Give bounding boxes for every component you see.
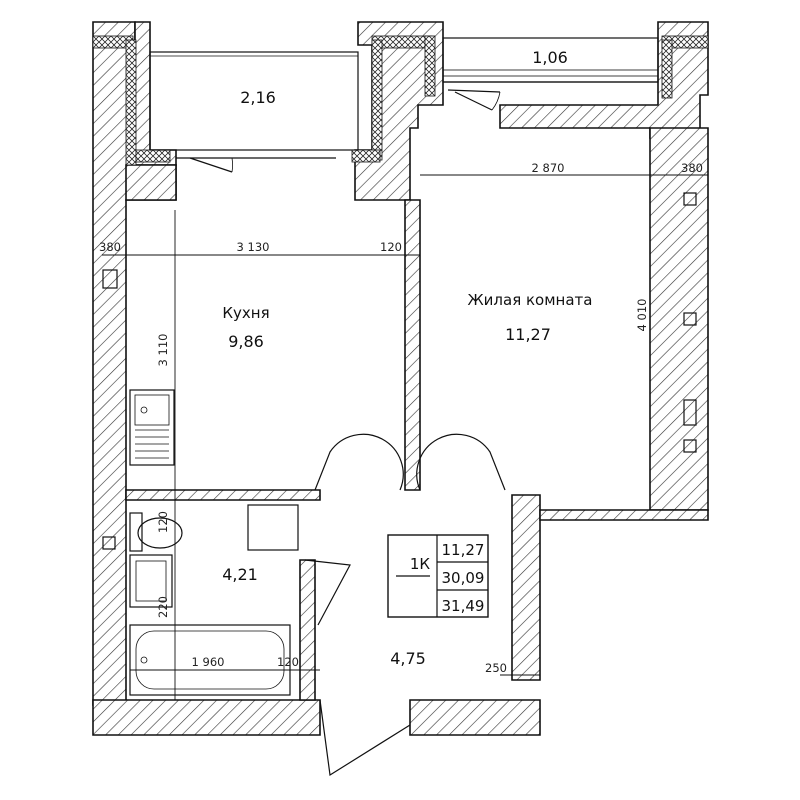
- room-labels: Кухня 9,86 Жилая комната 11,27 4,21 4,75: [222, 291, 592, 668]
- wall-right: [649, 127, 709, 511]
- bathroom-fixtures: [129, 504, 299, 696]
- living-balcony-door-frame: [447, 89, 501, 93]
- walls: [92, 21, 709, 736]
- bathtub: [129, 624, 291, 696]
- toilet: [137, 517, 183, 549]
- washbasin: [129, 554, 173, 608]
- wall-right-lower: [511, 494, 541, 681]
- balcony-left: 2,16: [149, 51, 359, 151]
- insulation-left-side: [125, 39, 137, 166]
- balcony-left-outline: [149, 51, 359, 151]
- wall-bottom-right: [409, 699, 541, 736]
- dim-living-depth: 4 010: [635, 299, 649, 332]
- dim-wall-right: 380: [681, 161, 703, 175]
- dim-bath-wall: 220: [156, 596, 170, 618]
- living-name: Жилая комната: [468, 291, 593, 309]
- living-balcony-door-leaf: [454, 91, 493, 111]
- summary-box: 1К 11,27 30,09 31,49: [387, 534, 489, 618]
- living-balcony-door-arc: [491, 91, 501, 111]
- dimension-labels: 2 870 380 380 3 130 120 3 110 4 010 120 …: [99, 161, 703, 675]
- sink-outline: [129, 389, 175, 466]
- wall-kitchen-top: [125, 164, 177, 201]
- dim-partition: 120: [380, 240, 402, 254]
- shaft-marker-2: [683, 312, 697, 326]
- dim-kitchen-depth: 3 110: [156, 334, 170, 367]
- dim-bath-partition: 120: [277, 655, 299, 669]
- dim-wall-left: 380: [99, 240, 121, 254]
- entrance-door-swing: [319, 699, 411, 777]
- dim-bath-width: 1 960: [192, 655, 225, 669]
- dim-living-width: 2 870: [532, 161, 565, 175]
- living-door-swing: [416, 433, 506, 491]
- washing-machine: [247, 504, 299, 551]
- shaft-marker-4: [683, 439, 697, 453]
- balcony-left-area: 2,16: [240, 88, 276, 107]
- insulation: [92, 35, 709, 166]
- wall-bottom-left: [92, 699, 321, 736]
- wall-right-lower-ext: [539, 509, 709, 521]
- shaft-marker-3: [683, 399, 697, 426]
- shaft-marker-6: [102, 269, 118, 289]
- summary-total: 31,49: [442, 597, 485, 615]
- kitchen-balcony-door-arc: [231, 157, 233, 173]
- hall-area: 4,75: [390, 649, 426, 668]
- summary-living: 11,27: [442, 541, 485, 559]
- insulation-mid-bottom: [351, 149, 381, 163]
- balcony-right: 1,06: [442, 37, 659, 83]
- dim-hall-wall: 250: [485, 661, 507, 675]
- wall-bath-right: [299, 559, 316, 701]
- kitchen-balcony-door-leaf: [189, 157, 233, 173]
- dim-kitchen-width: 3 130: [237, 240, 270, 254]
- summary-total-living: 30,09: [442, 569, 485, 587]
- living-area: 11,27: [505, 325, 551, 344]
- shafts: [102, 192, 697, 550]
- shaft-marker-5: [102, 536, 116, 550]
- balcony-right-area: 1,06: [532, 48, 568, 67]
- kitchen-door-swing: [314, 433, 404, 491]
- dim-bath-partition-top: 120: [156, 511, 170, 533]
- bathroom-area: 4,21: [222, 565, 258, 584]
- dimension-lines: [102, 138, 708, 700]
- wall-partition-kitchen-living: [404, 199, 421, 491]
- kitchen-area: 9,86: [228, 332, 264, 351]
- insulation-right-side: [661, 39, 673, 99]
- bath-door-swing: [304, 559, 351, 626]
- doors: [176, 89, 506, 777]
- shaft-marker-1: [683, 192, 697, 206]
- insulation-mid-right: [424, 35, 436, 97]
- kitchen-sink: [129, 389, 175, 466]
- summary-type: 1К: [410, 555, 431, 573]
- kitchen-name: Кухня: [222, 304, 269, 322]
- insulation-mid-side: [371, 39, 383, 161]
- insulation-left-bottom: [135, 149, 171, 163]
- wall-bath-top: [125, 489, 321, 501]
